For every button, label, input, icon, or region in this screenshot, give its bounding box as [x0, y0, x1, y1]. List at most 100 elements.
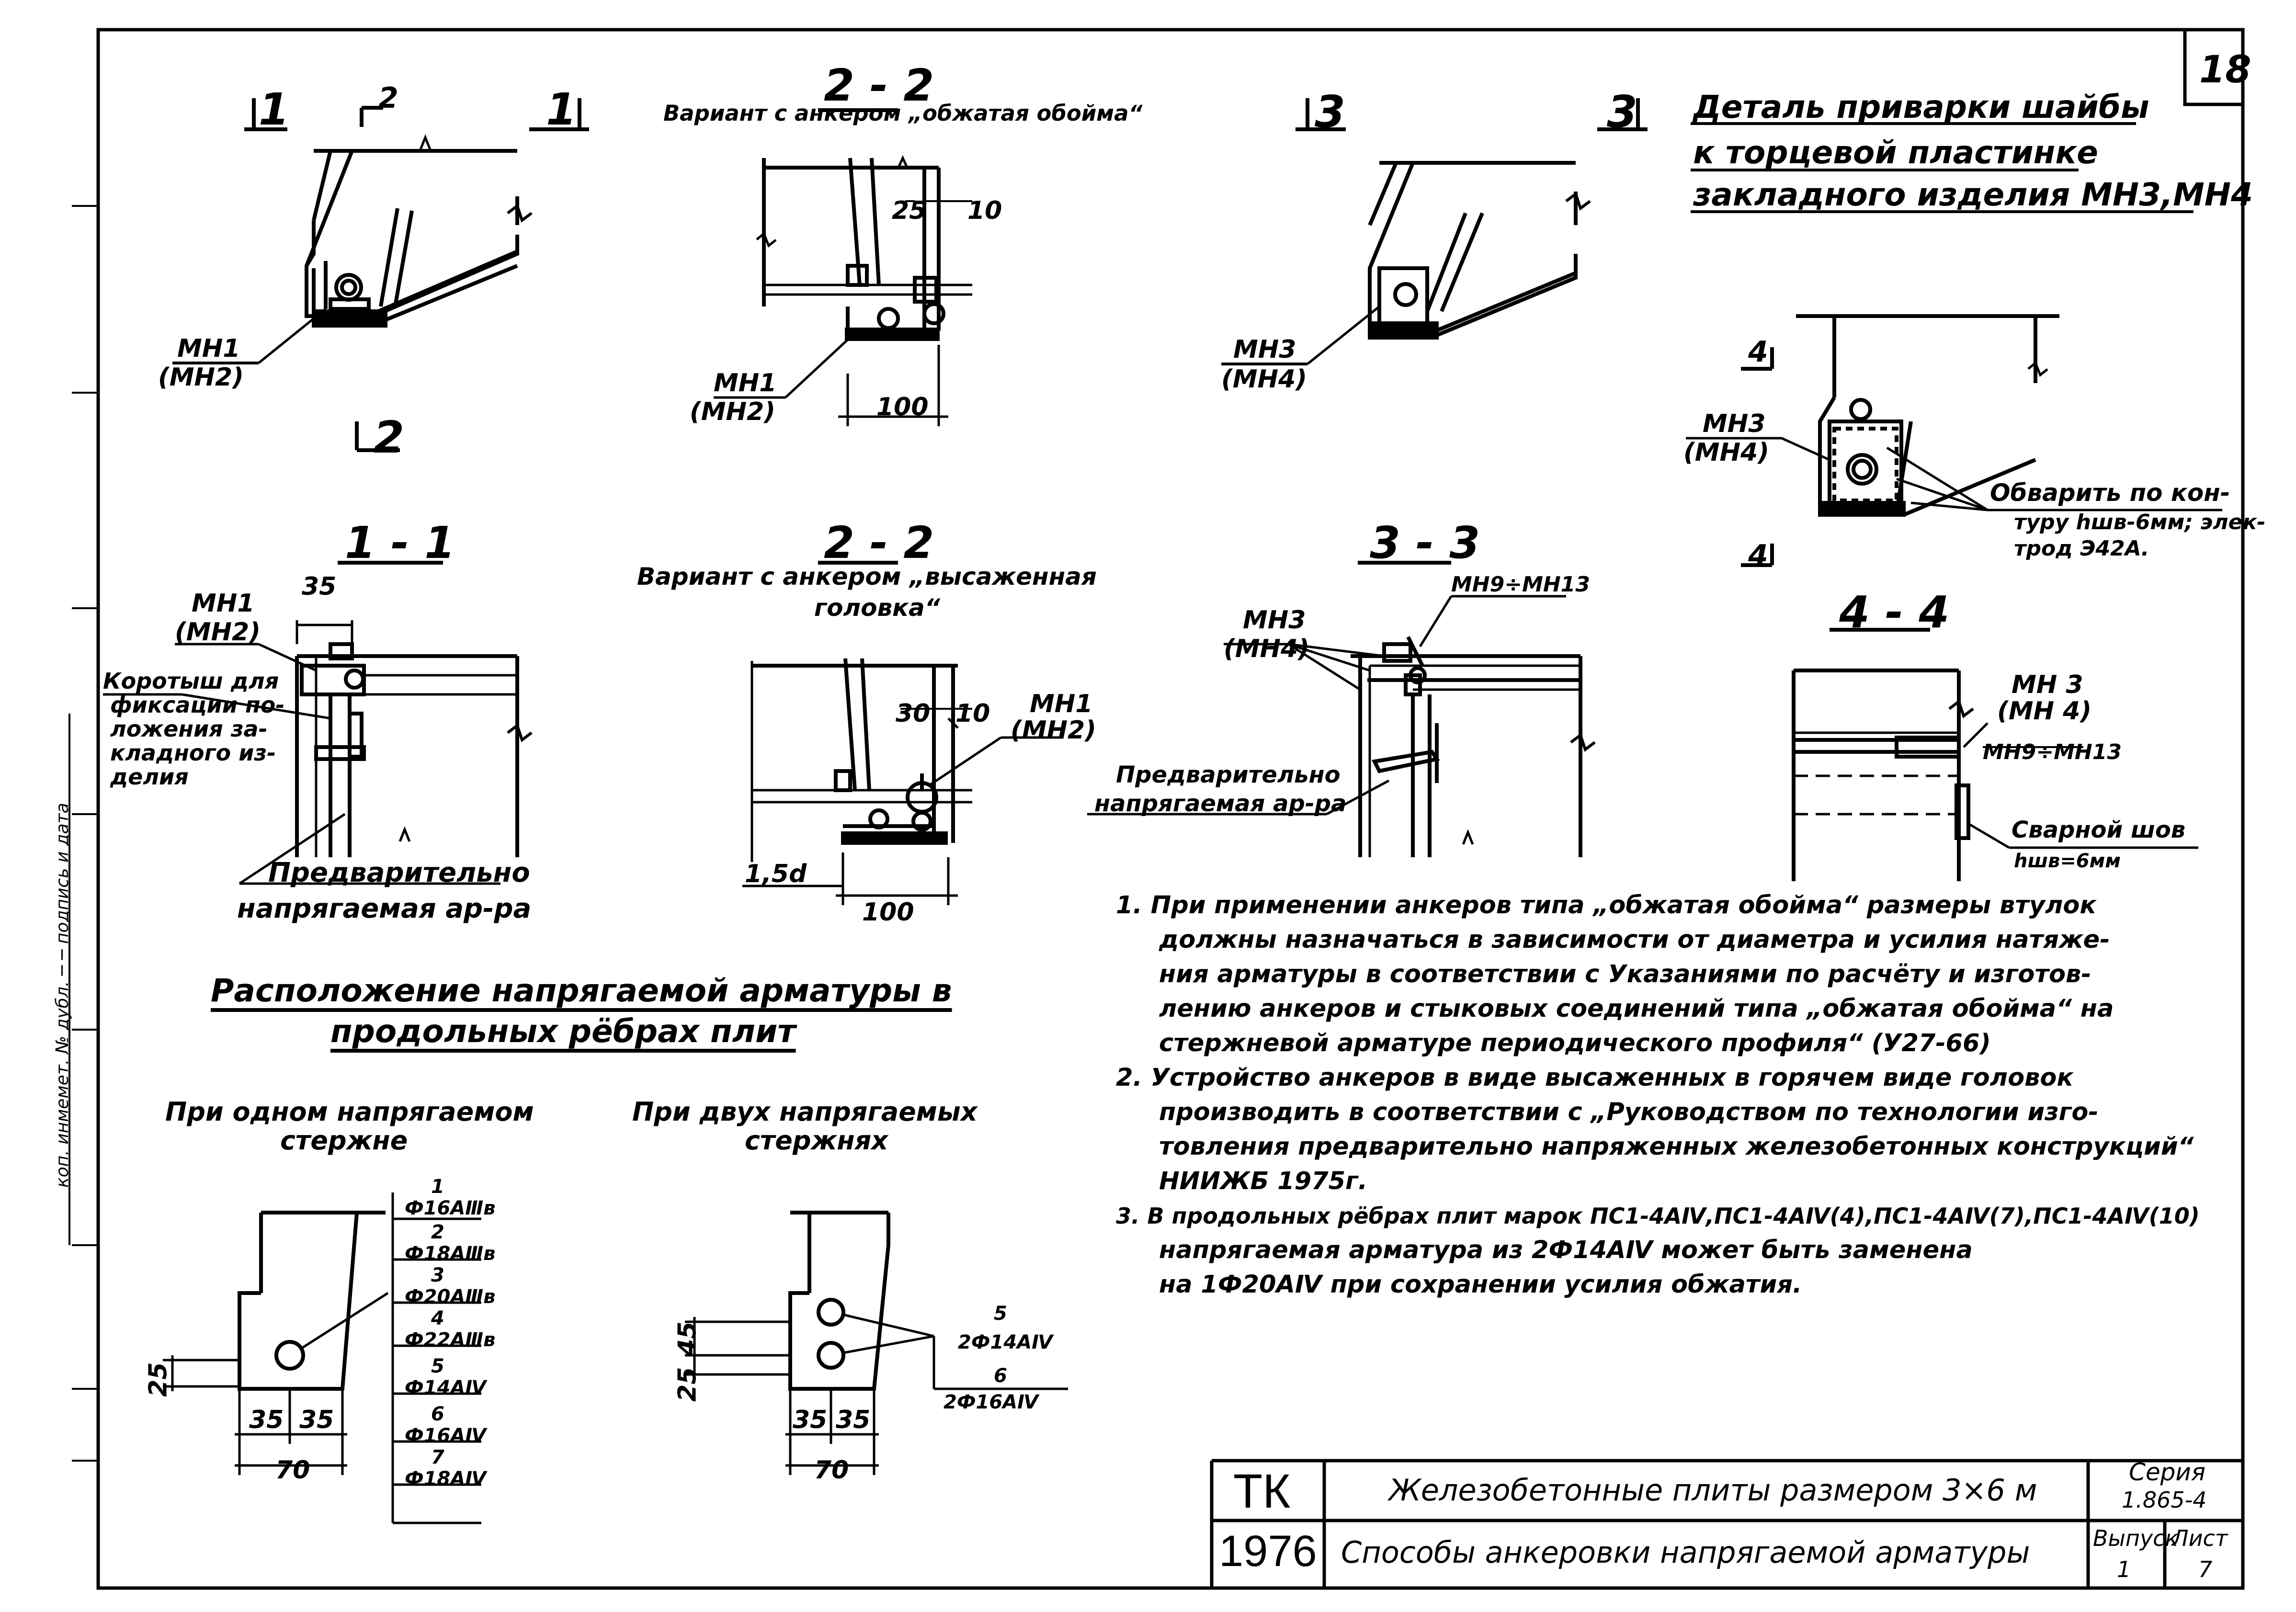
side-stamp: кoп. инмемет. № дубл. ─ ─ подпись и дата: [53, 803, 72, 1188]
section-1-1: [103, 561, 533, 885]
section-3-3-part: МН3: [1243, 606, 1306, 635]
section-3-3-part-alt: (МН4): [1224, 635, 1309, 663]
one-bar-caption-1: При одном напрягаемом: [165, 1097, 534, 1127]
two-bar-dim-70: 70: [814, 1456, 849, 1485]
two-bars-caption-2: стержнях: [745, 1125, 888, 1156]
one-bar-dim-25: 25: [144, 1362, 173, 1397]
section-2-2-bottom-part-alt: (МН2): [1011, 716, 1096, 745]
one-bar-spec: Ф18АⅣ: [405, 1468, 487, 1490]
note-line: должны назначаться в зависимости от диам…: [1159, 926, 2110, 954]
sheet-frame: [96, 28, 2245, 1590]
note-short-bar-1: Коротыш для: [103, 668, 279, 694]
note-short-bar-5: делия: [110, 764, 189, 790]
note-line: НИИЖБ 1975г.: [1159, 1167, 1368, 1195]
dim-100-bottom: 100: [862, 898, 914, 927]
cut-marker-4-bottom: 4: [1748, 539, 1768, 572]
detail-title-line3: закладного изделия МН3,МН4: [1693, 176, 2253, 213]
section-2-2-bottom-subtitle-2: головка“: [814, 594, 940, 622]
plan-view-3: [1221, 98, 1648, 365]
section-4-4-weld-2: hшв=6мм: [2014, 850, 2121, 872]
detail-part-alt: (МН4): [1683, 438, 1769, 467]
note-short-bar-2: фиксации по-: [110, 692, 285, 718]
cut-marker-4-top: 4: [1748, 335, 1768, 369]
note-line: 3. В продольных рёбрах плит марок ПС1-4А…: [1116, 1203, 2200, 1229]
section-4-4-weld-1: Сварной шов: [2012, 817, 2186, 843]
section-2-2-bottom: [742, 561, 1063, 905]
section-3-3-rebar-1: Предварительно: [1116, 761, 1341, 788]
series-label: Серия: [2129, 1458, 2205, 1486]
title-block-year: 1976: [1219, 1527, 1317, 1576]
section-4-4: [1792, 628, 2198, 881]
dim-35-section11: 35: [302, 572, 337, 601]
dim-100-top: 100: [876, 393, 929, 421]
dim-10-top: 10: [967, 196, 1002, 225]
weld-note-line3: трод Э42А.: [2014, 536, 2149, 561]
two-bar-num: 6: [994, 1365, 1007, 1387]
dim-30: 30: [896, 699, 931, 728]
two-bar-num: 5: [994, 1303, 1007, 1325]
one-bar-spec: Ф20АⅢв: [405, 1286, 496, 1308]
dim-1-5d: 1,5d: [745, 860, 807, 888]
note-line: товления предварительно напряженных желе…: [1159, 1133, 2194, 1161]
detail-part: МН3: [1703, 409, 1766, 438]
section-2-2-top-subtitle: Вариант с анкером „обжатая обойма“: [663, 101, 1143, 126]
note-line: стержневой арматуре периодического профи…: [1159, 1029, 1991, 1057]
plan1-part-label: МН1: [177, 334, 240, 363]
section-2-2-top-part-alt: (МН2): [690, 397, 775, 426]
two-bar-spec: 2Ф14АⅣ: [958, 1331, 1053, 1353]
cut-marker-2-top: 2: [378, 81, 398, 115]
section-2-2-top-title: 2 - 2: [824, 60, 934, 111]
plan3-part-alt-label: (МН4): [1221, 365, 1307, 394]
arrangement-title-2: продольных рёбрах плит: [330, 1013, 796, 1050]
one-bar-spec: Ф16АⅢв: [405, 1197, 496, 1219]
one-bar-num: 7: [431, 1446, 444, 1468]
two-bar-spec: 2Ф16АⅣ: [943, 1391, 1039, 1413]
one-bar-dim-70: 70: [275, 1456, 310, 1485]
cut-marker-1-right: 1: [546, 84, 577, 135]
issue-label: Выпуск: [2093, 1525, 2179, 1551]
note-line: 2. Устройство анкеров в виде высаженных …: [1116, 1064, 2074, 1092]
detail-title-line1: Деталь приварки шайбы: [1693, 89, 2149, 125]
note-line: лению анкеров и стыковых соединений типа…: [1159, 995, 2114, 1023]
cut-marker-3-left: 3: [1315, 86, 1346, 137]
arrangement-drawings: [163, 1192, 1068, 1524]
dim-25-top: 25: [892, 196, 927, 225]
note-line: на 1Ф20АⅣ при сохранении усилия обжатия.: [1159, 1271, 1802, 1299]
two-bar-dim-35a: 35: [793, 1406, 828, 1434]
one-bar-num: 1: [431, 1176, 444, 1198]
title-block-title: Железобетонные плиты размером 3×6 м: [1389, 1473, 2037, 1508]
title-block-subtitle: Способы анкеровки напрягаемой арматуры: [1341, 1535, 2030, 1570]
section-2-2-top-part: МН1: [714, 369, 777, 397]
section-4-4-title: 4 - 4: [1839, 587, 1950, 638]
two-bar-dim-45: 45: [673, 1321, 702, 1356]
detail-view: [1686, 122, 2222, 567]
cut-marker-1-left: 1: [259, 84, 290, 135]
series-value: 1.865-4: [2122, 1487, 2207, 1513]
sheet-value: 7: [2198, 1556, 2213, 1582]
section-1-1-rebar-2: напрягаемая ар-ра: [237, 893, 532, 924]
sheet-label: Лист: [2172, 1525, 2228, 1551]
section-3-3-rebar-2: напрягаемая ар-ра: [1094, 790, 1347, 817]
sheet-number: 18: [2199, 48, 2251, 91]
detail-title-line2: к торцевой пластинке: [1693, 134, 2098, 171]
one-bar-spec: Ф14АⅣ: [405, 1377, 487, 1399]
note-line: 1. При применении анкеров типа „обжатая …: [1116, 891, 2097, 920]
section-4-4-part-alt: (МН 4): [1997, 697, 2092, 726]
two-bars-caption-1: При двух напрягаемых: [632, 1097, 978, 1127]
one-bar-num: 4: [431, 1307, 444, 1329]
section-2-2-bottom-subtitle-1: Вариант с анкером „высаженная: [637, 563, 1097, 590]
plan1-part-alt-label: (МН2): [158, 363, 244, 392]
section-2-2-top: [714, 108, 972, 426]
note-short-bar-3: ложения за-: [110, 716, 268, 742]
two-bar-dim-35b: 35: [836, 1406, 871, 1434]
one-bar-num: 3: [431, 1264, 444, 1286]
section-4-4-washer: МН9÷МН13: [1983, 740, 2122, 764]
two-bar-dim-25: 25: [673, 1367, 702, 1402]
section-1-1-rebar-1: Предварительно: [268, 857, 530, 888]
note-short-bar-4: кладного из-: [110, 740, 276, 766]
one-bar-spec: Ф16АⅣ: [405, 1425, 487, 1447]
one-bar-dim-35a: 35: [249, 1406, 284, 1434]
one-bar-num: 6: [431, 1403, 444, 1425]
one-bar-spec: Ф22АⅢв: [405, 1329, 496, 1351]
